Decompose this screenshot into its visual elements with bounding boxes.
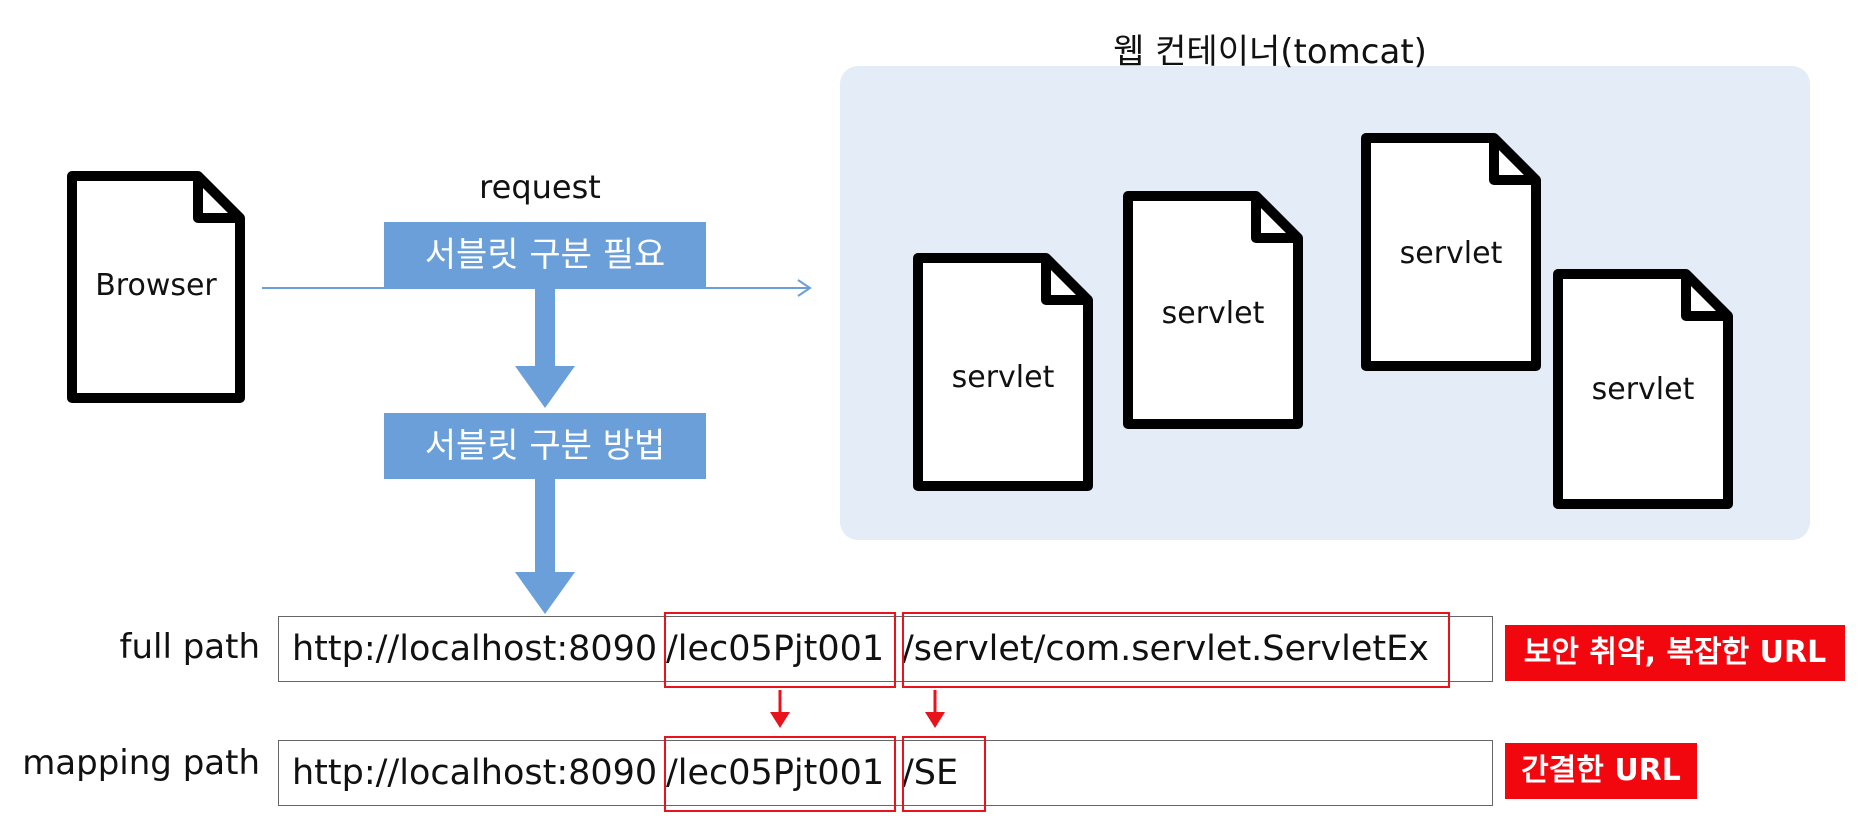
red-arrow-path	[925, 690, 945, 728]
servlet-label: servlet	[1161, 296, 1265, 331]
full-path-servlet-path: /servlet/com.servlet.ServletEx	[902, 629, 1429, 669]
full-path-label: full path	[119, 627, 260, 667]
down-arrow-2	[515, 479, 575, 614]
web-container-title: 웹 컨테이너(tomcat)	[1113, 32, 1427, 72]
mapping-path-servlet-path: /SE	[902, 753, 959, 793]
browser-label: Browser	[95, 268, 217, 303]
servlet-document-icon	[1553, 269, 1733, 509]
down-arrow-1	[515, 288, 575, 408]
servlet-label: servlet	[1591, 372, 1695, 407]
servlet-document-icon	[913, 253, 1093, 491]
servlet-distinction-method-label: 서블릿 구분 방법	[384, 413, 706, 479]
simple-url-badge: 간결한 URL	[1505, 743, 1697, 799]
servlet-distinction-needed-label: 서블릿 구분 필요	[384, 222, 706, 288]
path-highlight-frame	[902, 612, 1450, 688]
mapping-path-context: /lec05Pjt001	[666, 753, 885, 793]
context-highlight-frame	[664, 612, 896, 688]
browser-document-icon	[67, 171, 245, 403]
mapping-path-label: mapping path	[22, 743, 260, 783]
red-arrow-context	[770, 690, 790, 728]
path-highlight-frame	[902, 736, 986, 812]
context-highlight-frame	[664, 736, 896, 812]
mapping-path-host: http://localhost:8090	[292, 753, 658, 793]
servlet-document-icon	[1123, 191, 1303, 429]
complex-url-badge: 보안 취약, 복잡한 URL	[1505, 625, 1845, 681]
full-path-context: /lec05Pjt001	[666, 629, 885, 669]
full-path-url-box	[278, 616, 1493, 682]
servlet-label: servlet	[951, 360, 1055, 395]
servlet-label: servlet	[1399, 236, 1503, 271]
request-label: request	[479, 168, 601, 206]
full-path-host: http://localhost:8090	[292, 629, 658, 669]
mapping-path-url-box	[278, 740, 1493, 806]
servlet-document-icon	[1361, 133, 1541, 371]
